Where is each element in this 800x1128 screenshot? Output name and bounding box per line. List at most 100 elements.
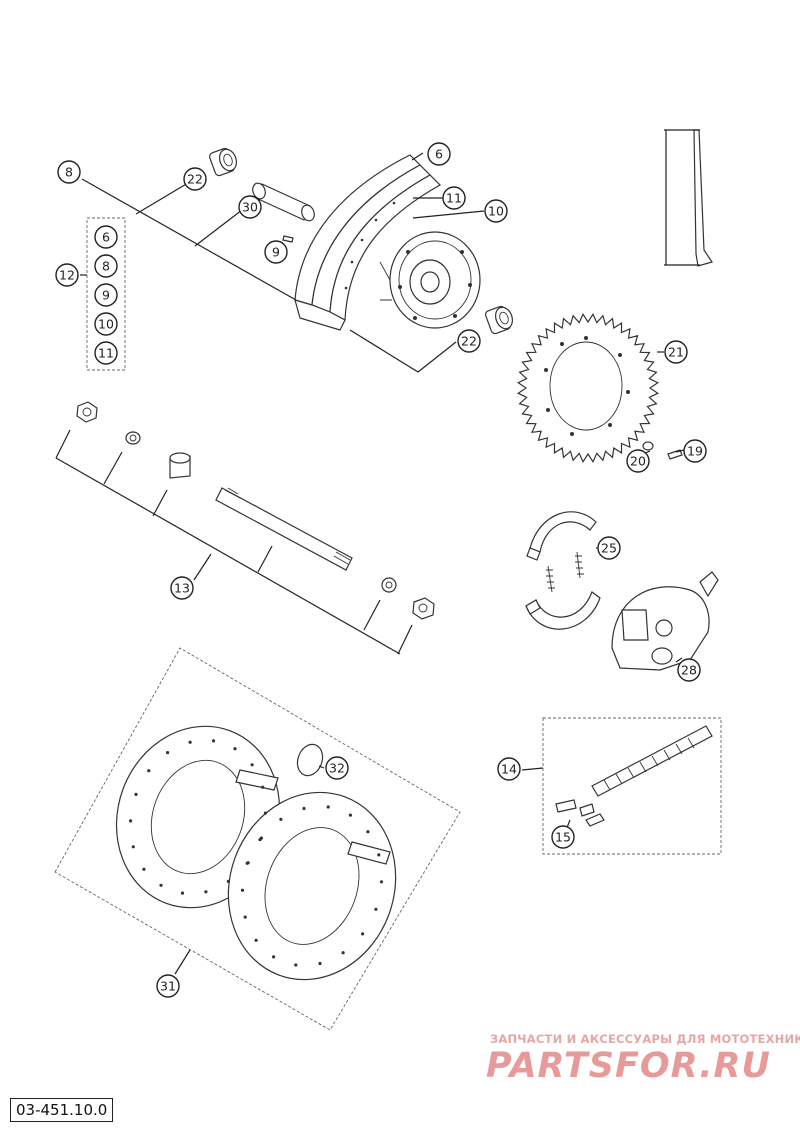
svg-text:13: 13	[174, 581, 190, 596]
disc-a-bolt-hole	[134, 792, 138, 797]
callout-10: 10	[484, 199, 508, 223]
disc-b-bolt-hole	[377, 853, 381, 857]
callout-21: 21	[664, 340, 688, 364]
rim-part	[294, 154, 441, 331]
callout-11: 11	[442, 186, 466, 210]
disc-a-bolt-hole	[131, 845, 135, 849]
disc-b-bolt-hole	[259, 836, 263, 840]
svg-text:8: 8	[65, 165, 73, 180]
chain-group-box	[542, 717, 722, 855]
disc-b-bolt-hole	[243, 915, 247, 919]
diagram-code: 03-451.10.0	[10, 1098, 114, 1122]
group-callout-6: 6	[94, 225, 118, 249]
brake-shoe-bottom-part	[525, 591, 601, 630]
callout-22-bottom: 22	[457, 329, 481, 353]
callout-22-top: 22	[183, 167, 207, 191]
disc-b-bolt-hole	[279, 817, 283, 821]
group-callout-9: 9	[94, 283, 118, 307]
disc-b-bolt-hole	[374, 907, 378, 911]
leader-lines	[55, 152, 685, 975]
axle-nut-right-part	[412, 597, 435, 620]
svg-text:31: 31	[160, 979, 176, 994]
sprocket-washer-part	[642, 441, 683, 460]
circlip-part	[296, 743, 324, 777]
group-callout-11: 11	[94, 341, 118, 365]
callout-12: 12	[55, 263, 79, 287]
svg-text:21: 21	[668, 345, 684, 360]
small-screw-part	[282, 235, 294, 243]
group-callout-10: 10	[94, 312, 118, 336]
svg-text:30: 30	[242, 200, 258, 215]
axle-spacer-part	[169, 452, 191, 479]
svg-text:12: 12	[59, 268, 75, 283]
disc-a-bolt-hole	[261, 785, 265, 789]
svg-text:11: 11	[98, 346, 114, 361]
callout-30: 30	[238, 195, 262, 219]
axle-washer-left-part	[125, 431, 141, 445]
disc-a-bolt-hole	[166, 751, 170, 755]
brake-spring-part	[546, 551, 584, 593]
chain-master-link-part	[555, 799, 605, 827]
disc-b-bolt-hole	[318, 961, 322, 966]
disc-a-bolt-hole	[159, 883, 163, 887]
group-callout-8: 8	[94, 254, 118, 278]
disc-group-box	[54, 647, 461, 1031]
spoke-part	[664, 129, 713, 267]
watermark-logo: PARTSFOR.RU	[486, 1046, 771, 1086]
brake-plate-part	[611, 571, 719, 671]
disc-b-bolt-hole	[294, 963, 298, 967]
svg-text:22: 22	[461, 334, 477, 349]
disc-a-bolt-hole	[250, 763, 254, 767]
svg-text:28: 28	[681, 663, 697, 678]
watermark-tagline: ЗАПЧАСТИ И АКСЕССУАРЫ ДЛЯ МОТОТЕХНИКИ	[490, 1032, 800, 1046]
callout-19: 19	[683, 439, 707, 463]
axle-nut-left-part	[76, 401, 98, 423]
svg-text:20: 20	[630, 454, 646, 469]
disc-b-bolt-hole	[246, 861, 250, 865]
callout-28: 28	[677, 658, 701, 682]
svg-text:15: 15	[555, 830, 571, 845]
svg-text:6: 6	[102, 230, 110, 245]
disc-b-bolt-hole	[341, 951, 345, 955]
disc-b-bolt-hole	[366, 830, 370, 834]
disc-a-bolt-hole	[142, 867, 146, 871]
disc-a-bolt-hole	[147, 769, 151, 773]
svg-text:8: 8	[102, 259, 110, 274]
callout-13: 13	[170, 576, 194, 600]
svg-text:14: 14	[501, 762, 517, 777]
svg-text:10: 10	[488, 204, 504, 219]
disc-b-bolt-hole	[272, 955, 276, 959]
axle-shaft-part	[215, 487, 353, 571]
callout-15: 15	[551, 825, 575, 849]
disc-a-bolt-hole	[129, 819, 133, 823]
brake-shoe-top-part	[526, 511, 597, 561]
disc-b-bolt-hole	[348, 813, 352, 817]
svg-text:11: 11	[446, 191, 462, 206]
disc-a-bolt-hole	[204, 890, 208, 894]
disc-b-part	[227, 791, 397, 981]
callout-31: 31	[156, 974, 180, 998]
callout-20: 20	[626, 449, 650, 473]
disc-b-bolt-hole	[302, 806, 306, 811]
svg-text:32: 32	[329, 761, 345, 776]
callout-8: 8	[57, 160, 81, 184]
svg-text:25: 25	[601, 541, 617, 556]
svg-text:9: 9	[102, 288, 110, 303]
callout-14: 14	[497, 757, 521, 781]
wheel-bearing-bottom-part	[485, 305, 514, 335]
spacer-tube-part	[252, 182, 315, 222]
disc-a-bolt-hole	[233, 747, 237, 751]
svg-text:22: 22	[187, 172, 203, 187]
svg-text:9: 9	[272, 245, 280, 260]
disc-a-bolt-hole	[226, 879, 230, 884]
hub-part	[379, 231, 481, 329]
disc-b-bolt-hole	[326, 805, 330, 809]
disc-b-bolt-hole	[361, 932, 365, 936]
svg-text:10: 10	[98, 317, 114, 332]
callout-9: 9	[264, 240, 288, 264]
disc-a-bolt-hole	[180, 891, 185, 895]
disc-a-bolt-hole	[211, 739, 216, 743]
disc-b-bolt-hole	[379, 880, 384, 884]
callout-32: 32	[325, 756, 349, 780]
